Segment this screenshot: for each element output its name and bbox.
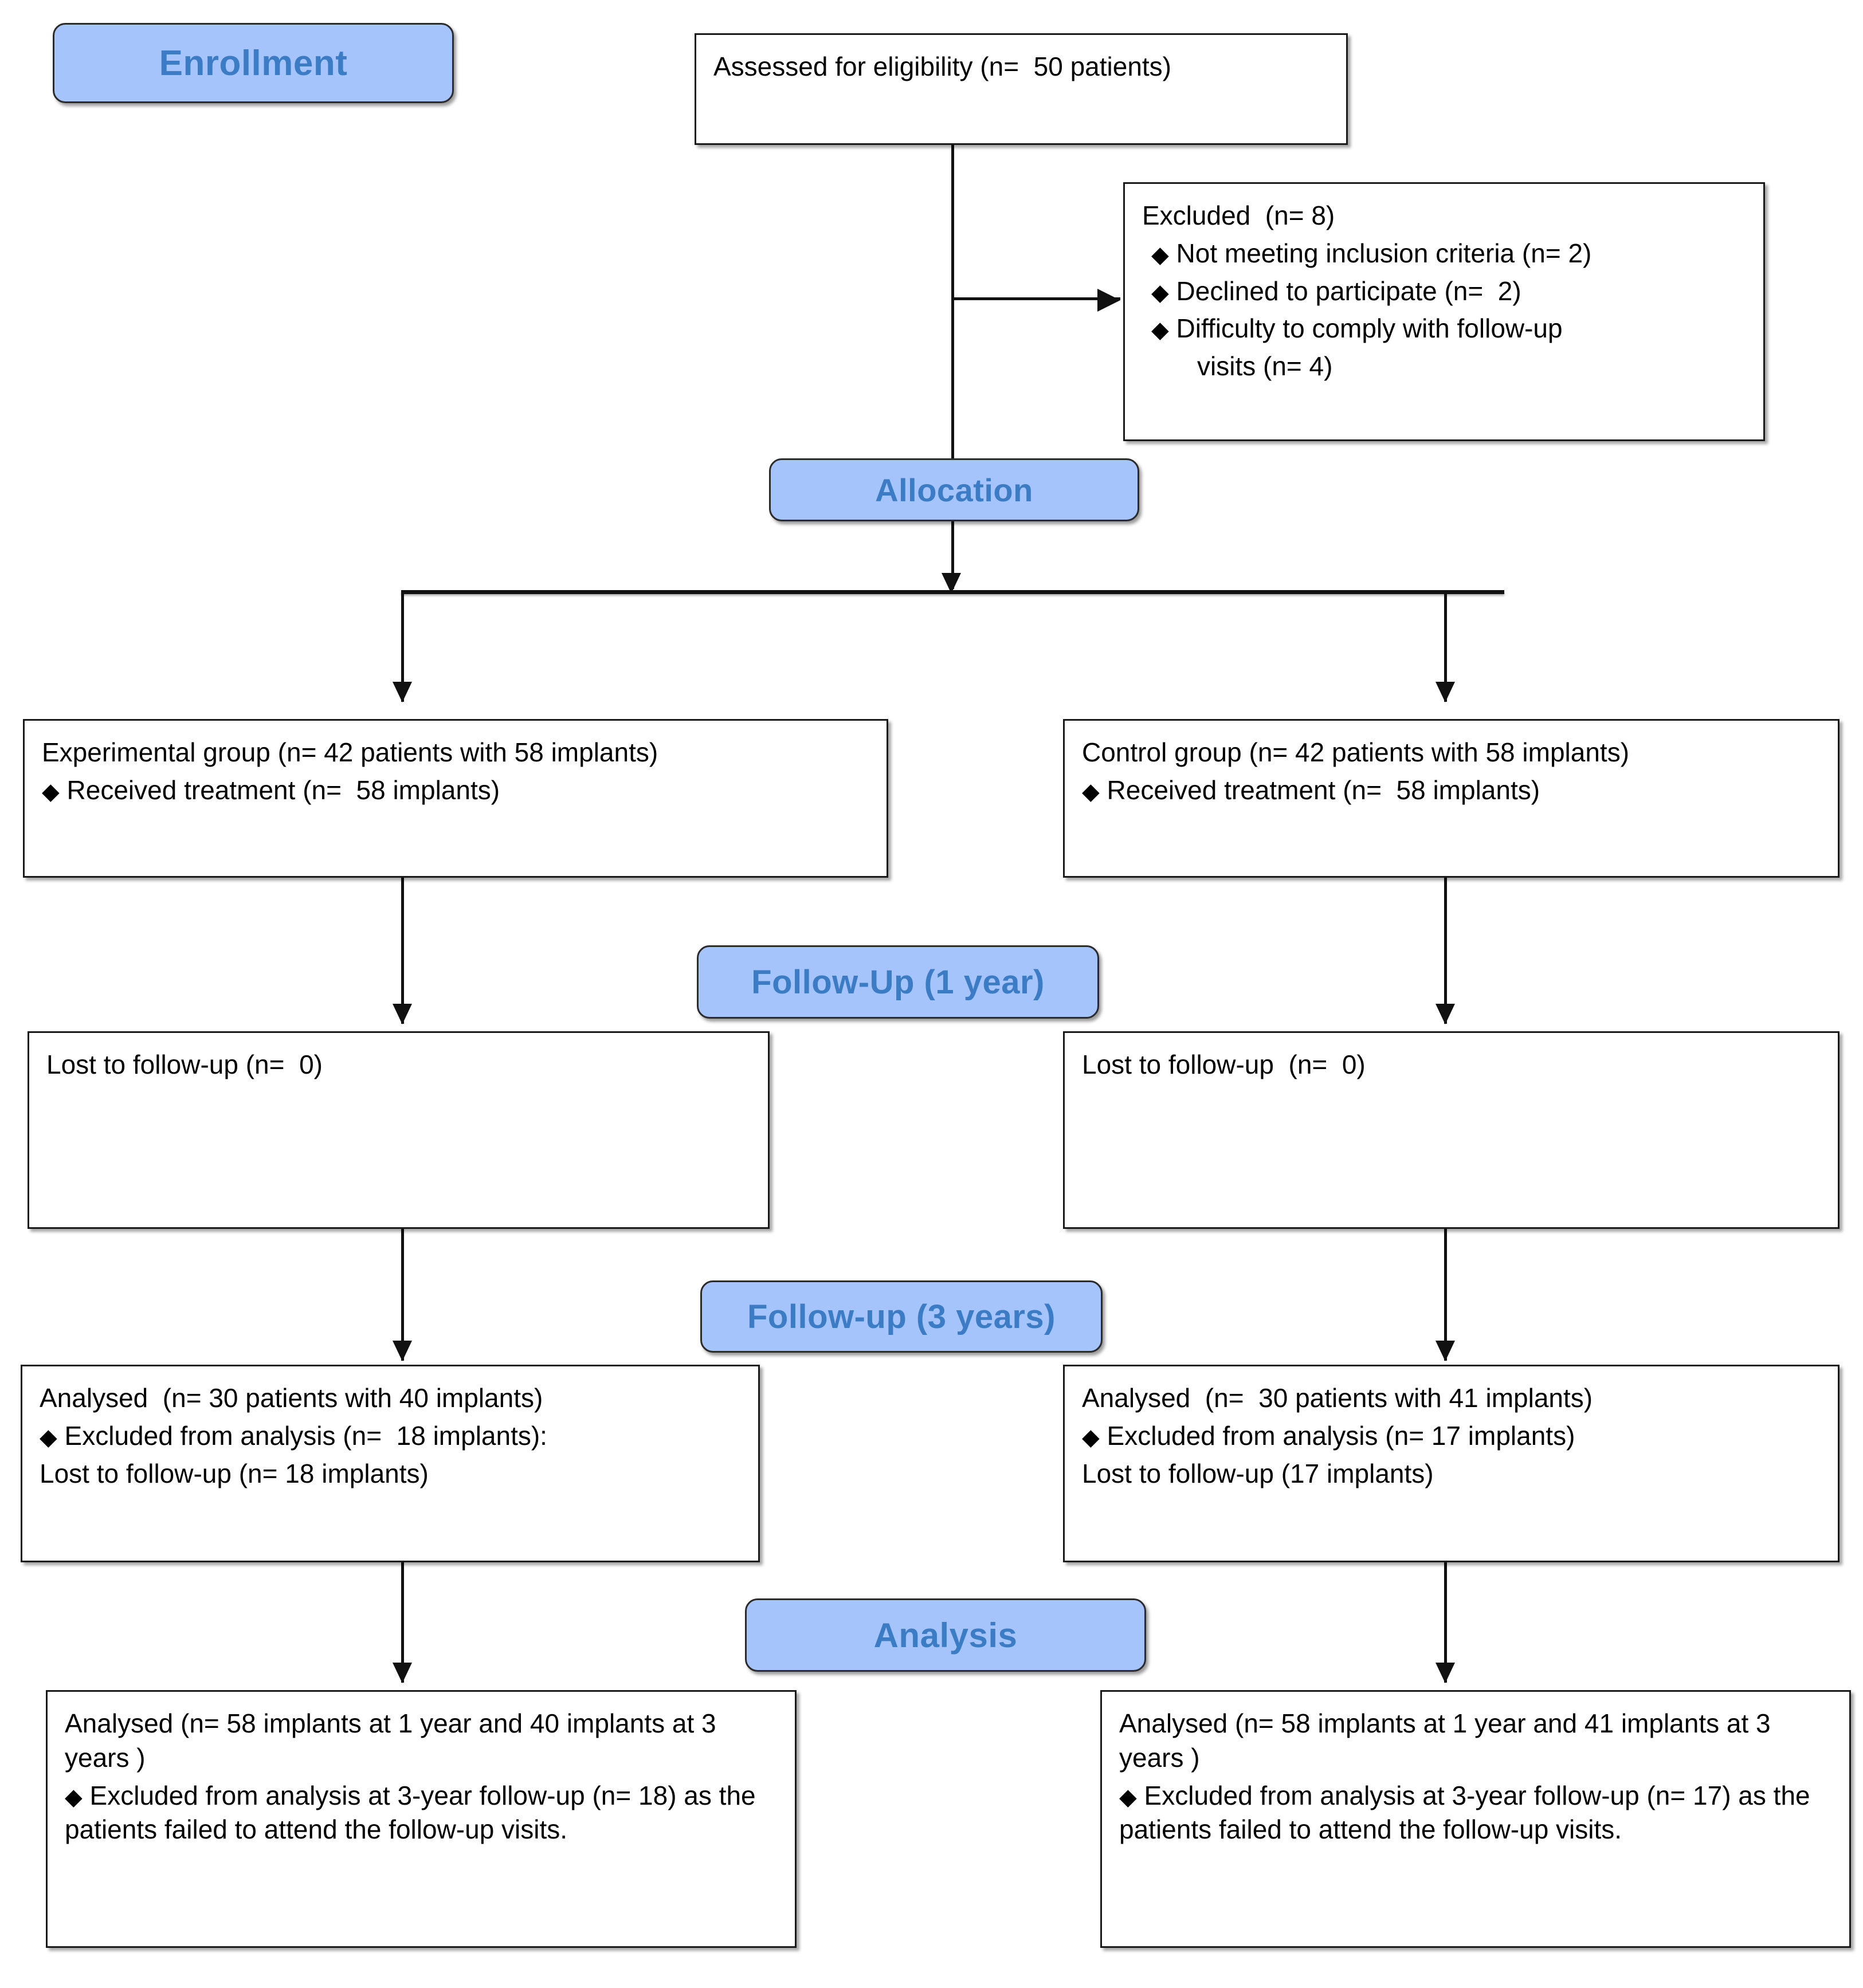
box-final-analysis-control: Analysed (n= 58 implants at 1 year and 4…	[1100, 1690, 1851, 1948]
connector-split-right-down	[1444, 590, 1447, 702]
lost-right-line-1: Lost to follow-up (n= 0)	[1082, 1050, 1366, 1079]
connector-lost-right-to-analysed	[1444, 1229, 1447, 1361]
control-line-1: Control group (n= 42 patients with 58 im…	[1082, 737, 1630, 767]
analysed3y-left-line-1: Analysed (n= 30 patients with 40 implant…	[40, 1383, 543, 1413]
connector-control-to-lost	[1444, 878, 1447, 1024]
analysed3y-right-line-2: Lost to follow-up (17 implants)	[1082, 1458, 1434, 1488]
arrowhead-analysed-right-to-final	[1436, 1663, 1455, 1683]
bullet-diamond-icon: ◆	[1119, 1784, 1137, 1810]
arrowhead-allocation-down	[942, 573, 961, 594]
bullet-diamond-icon: ◆	[1082, 1424, 1100, 1450]
box-experimental-group: Experimental group (n= 42 patients with …	[23, 719, 888, 878]
connector-eligibility-to-allocation	[951, 145, 954, 464]
connector-lost-left-to-analysed	[401, 1229, 404, 1361]
connector-experimental-to-lost	[401, 878, 404, 1024]
stage-label-enrollment: Enrollment	[159, 43, 348, 83]
stage-label-analysis: Analysis	[873, 1616, 1018, 1655]
connector-allocation-down	[951, 521, 954, 589]
eligibility-line-1: Assessed for eligibility (n= 50 patients…	[713, 52, 1172, 81]
bullet-diamond-icon: ◆	[1082, 779, 1100, 804]
analysed3y-right-bullet-1: ◆ Excluded from analysis (n= 17 implants…	[1082, 1420, 1575, 1451]
stage-label-allocation: Allocation	[875, 472, 1033, 508]
final-left-bullet-1: ◆ Excluded from analysis at 3-year follo…	[65, 1780, 756, 1845]
arrowhead-analysed-left-to-final	[393, 1663, 412, 1683]
arrowhead-experimental	[393, 682, 412, 702]
final-right-line-1: Analysed (n= 58 implants at 1 year and 4…	[1119, 1708, 1771, 1773]
bullet-diamond-icon: ◆	[40, 1424, 57, 1450]
excluded-bullet-3: ◆ Difficulty to comply with follow-up	[1151, 313, 1563, 344]
stage-label-followup-1-year: Follow-Up (1 year)	[751, 963, 1045, 1001]
stage-badge-allocation: Allocation	[769, 458, 1139, 521]
bullet-diamond-icon: ◆	[1151, 242, 1169, 268]
stage-badge-followup-3-years: Follow-up (3 years)	[700, 1280, 1103, 1353]
experimental-bullet-1: ◆ Received treatment (n= 58 implants)	[42, 775, 500, 805]
arrowhead-lost-left-to-analysed	[393, 1341, 412, 1361]
box-excluded: Excluded (n= 8) ◆ Not meeting inclusion …	[1123, 182, 1765, 441]
stage-badge-analysis: Analysis	[745, 1598, 1146, 1672]
connector-eligibility-to-excluded	[951, 297, 1120, 300]
bullet-diamond-icon: ◆	[42, 779, 60, 804]
analysed3y-left-bullet-1: ◆ Excluded from analysis (n= 18 implants…	[40, 1420, 547, 1451]
arrowhead-to-excluded	[1097, 289, 1120, 312]
control-bullet-1: ◆ Received treatment (n= 58 implants)	[1082, 775, 1540, 805]
final-right-bullet-1: ◆ Excluded from analysis at 3-year follo…	[1119, 1780, 1810, 1845]
stage-badge-enrollment: Enrollment	[53, 23, 454, 103]
arrowhead-control-to-lost	[1436, 1004, 1455, 1024]
box-lost-to-followup-experimental: Lost to follow-up (n= 0)	[28, 1031, 770, 1229]
final-left-line-1: Analysed (n= 58 implants at 1 year and 4…	[65, 1708, 716, 1773]
bullet-diamond-icon: ◆	[1151, 317, 1169, 343]
box-final-analysis-experimental: Analysed (n= 58 implants at 1 year and 4…	[46, 1690, 797, 1948]
connector-analysed-left-to-final	[401, 1562, 404, 1683]
stage-badge-followup-1-year: Follow-Up (1 year)	[697, 945, 1099, 1019]
excluded-bullet-3-continued: visits (n= 4)	[1197, 351, 1333, 382]
box-lost-to-followup-control: Lost to follow-up (n= 0)	[1063, 1031, 1840, 1229]
analysed3y-right-line-1: Analysed (n= 30 patients with 41 implant…	[1082, 1383, 1593, 1413]
connector-analysed-right-to-final	[1444, 1562, 1447, 1683]
bullet-diamond-icon: ◆	[65, 1784, 83, 1810]
arrowhead-control	[1436, 682, 1455, 702]
box-analysed-3y-control: Analysed (n= 30 patients with 41 implant…	[1063, 1365, 1840, 1562]
excluded-line-1: Excluded (n= 8)	[1142, 201, 1335, 230]
bullet-diamond-icon: ◆	[1151, 280, 1169, 305]
stage-label-followup-3-years: Follow-up (3 years)	[747, 1298, 1056, 1335]
box-analysed-3y-experimental: Analysed (n= 30 patients with 40 implant…	[21, 1365, 760, 1562]
box-assessed-for-eligibility: Assessed for eligibility (n= 50 patients…	[695, 33, 1348, 145]
analysed3y-left-line-2: Lost to follow-up (n= 18 implants)	[40, 1458, 429, 1488]
connector-split-left-down	[401, 590, 404, 702]
arrowhead-lost-right-to-analysed	[1436, 1341, 1455, 1361]
excluded-bullet-2: ◆ Declined to participate (n= 2)	[1151, 276, 1521, 306]
excluded-bullet-1: ◆ Not meeting inclusion criteria (n= 2)	[1151, 238, 1592, 268]
arrowhead-experimental-to-lost	[393, 1004, 412, 1024]
lost-left-line-1: Lost to follow-up (n= 0)	[46, 1050, 323, 1079]
experimental-line-1: Experimental group (n= 42 patients with …	[42, 737, 658, 767]
box-control-group: Control group (n= 42 patients with 58 im…	[1063, 719, 1840, 878]
